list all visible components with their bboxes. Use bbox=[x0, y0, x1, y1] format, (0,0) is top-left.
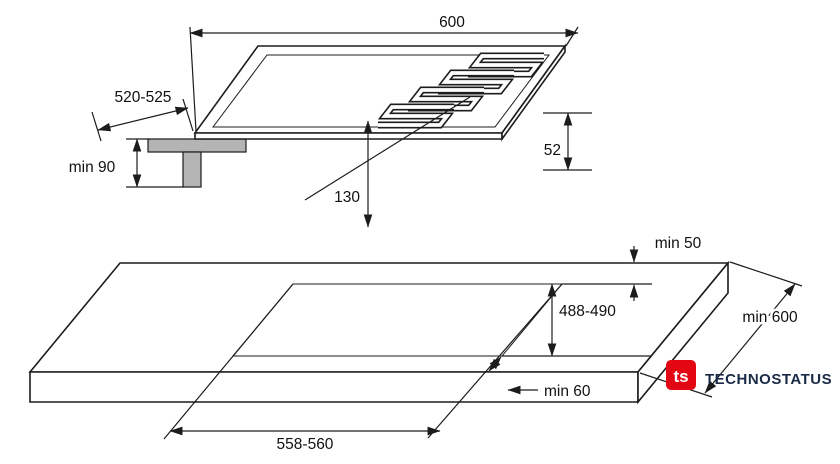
mounting-bracket bbox=[147, 138, 247, 188]
dim-clearance-below: min 90 bbox=[66, 138, 184, 188]
logo-monogram: ts bbox=[673, 367, 688, 386]
extension-line bbox=[182, 98, 194, 132]
dim-label: min 60 bbox=[544, 383, 591, 400]
dim-rear-clearance: min 50 bbox=[629, 233, 704, 301]
worktop-drawing: 558-560 488-490 min 50 min 600 min bbox=[28, 233, 803, 456]
technostatus-logo: ts TECHNOSTATUS bbox=[666, 360, 832, 390]
logo-ts-icon bbox=[666, 360, 696, 390]
extension-line bbox=[91, 111, 102, 142]
extension-line bbox=[729, 261, 803, 287]
dim-label: 52 bbox=[544, 142, 561, 159]
dim-label: 130 bbox=[334, 189, 360, 206]
dimension-line bbox=[704, 283, 796, 394]
extension-line bbox=[163, 283, 294, 440]
dim-worktop-depth: min 600 bbox=[639, 261, 803, 398]
dim-label: 600 bbox=[439, 14, 465, 31]
dim-label: min 90 bbox=[69, 159, 116, 176]
dim-hob-height: 52 bbox=[541, 112, 592, 171]
hob-right-edge bbox=[501, 43, 566, 142]
bracket-leg bbox=[182, 151, 202, 188]
dim-burner-offset: 130 bbox=[304, 96, 471, 228]
bracket-top-bar bbox=[147, 138, 247, 153]
dim-label: min 600 bbox=[742, 309, 798, 326]
dim-label: 488-490 bbox=[559, 303, 616, 320]
dim-front-clearance: min 60 bbox=[488, 356, 593, 403]
dim-label: 558-560 bbox=[277, 436, 334, 453]
dim-hob-depth: 520-525 bbox=[91, 87, 194, 142]
extension-line bbox=[189, 26, 197, 132]
hob-front-edge bbox=[194, 132, 503, 140]
dim-cutout-depth: 488-490 bbox=[502, 283, 652, 357]
hob-drawing: 600 520-525 min 90 130 52 bbox=[66, 12, 592, 228]
dimension-line bbox=[97, 106, 189, 132]
logo-wordmark: TECHNOSTATUS bbox=[705, 371, 832, 388]
extension-line bbox=[304, 96, 471, 201]
grate bbox=[378, 107, 454, 125]
dimension-arrow bbox=[488, 358, 501, 372]
extension-line bbox=[565, 26, 579, 47]
dim-hob-width: 600 bbox=[189, 12, 579, 132]
dim-label: min 50 bbox=[655, 235, 702, 252]
dim-label: 520-525 bbox=[115, 89, 172, 106]
